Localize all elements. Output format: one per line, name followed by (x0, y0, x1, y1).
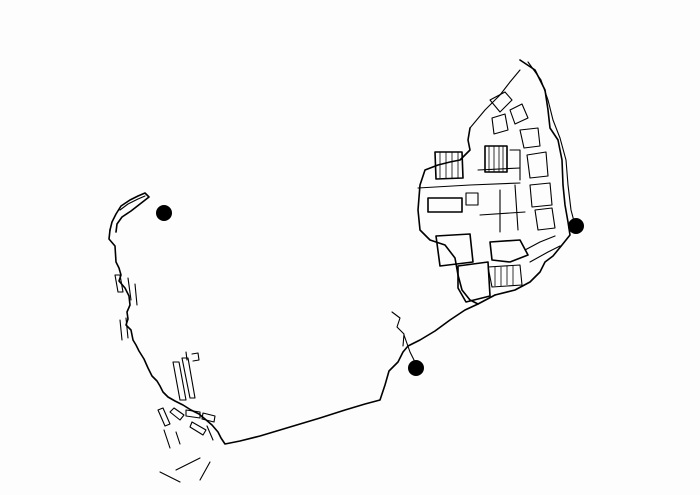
left-pier (109, 192, 150, 233)
inlet-line (391, 311, 415, 361)
left-shore-structures (114, 274, 138, 341)
map-marker-left (156, 205, 172, 221)
town-upper-edge (469, 69, 521, 129)
east-coast-outer (494, 59, 571, 296)
dock-structures (157, 351, 216, 483)
town-outline (417, 127, 479, 305)
east-coast-inner (527, 61, 576, 226)
town-buildings (417, 91, 561, 303)
left-pier-inner (119, 195, 146, 211)
map-marker-bottom (408, 360, 424, 376)
coastline (108, 229, 496, 445)
map-marker-right (568, 218, 584, 234)
